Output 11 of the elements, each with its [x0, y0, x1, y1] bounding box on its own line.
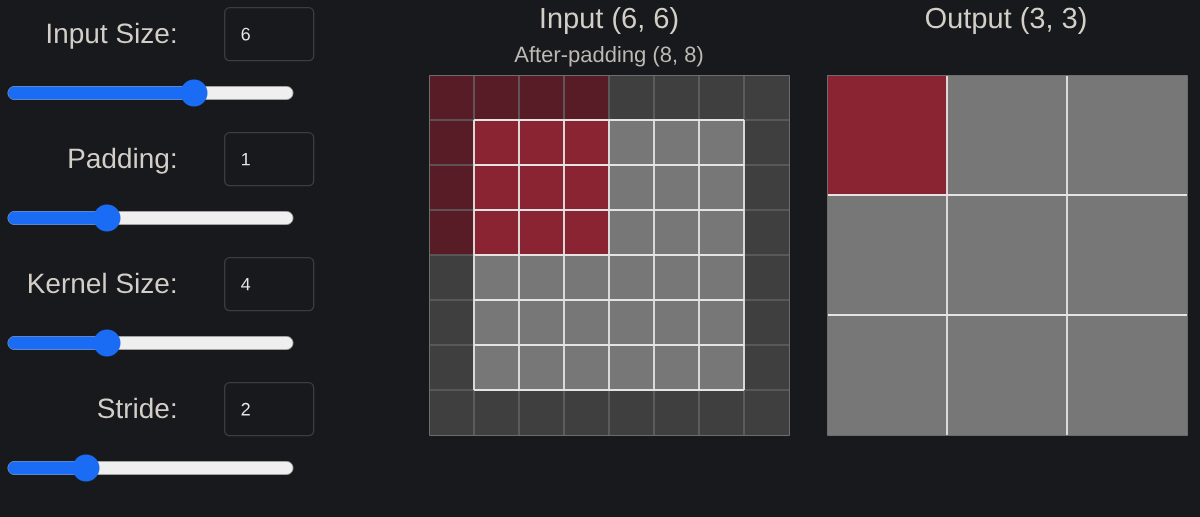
- input-field: 6: [224, 7, 315, 62]
- field-label: Stride:: [98, 397, 176, 419]
- field-label: Padding:: [69, 147, 176, 174]
- input-field: 1: [224, 132, 315, 187]
- field-label: Input Size:: [47, 22, 176, 49]
- field-label: Kernel Size:: [29, 272, 176, 294]
- grid-title: Output (3, 3): [926, 7, 1086, 34]
- input-field: 4: [224, 257, 315, 312]
- grid-subtitle: After-padding (8, 8): [514, 46, 703, 67]
- input-field: 2: [224, 382, 315, 437]
- grid-title: Input (6, 6): [541, 7, 678, 34]
